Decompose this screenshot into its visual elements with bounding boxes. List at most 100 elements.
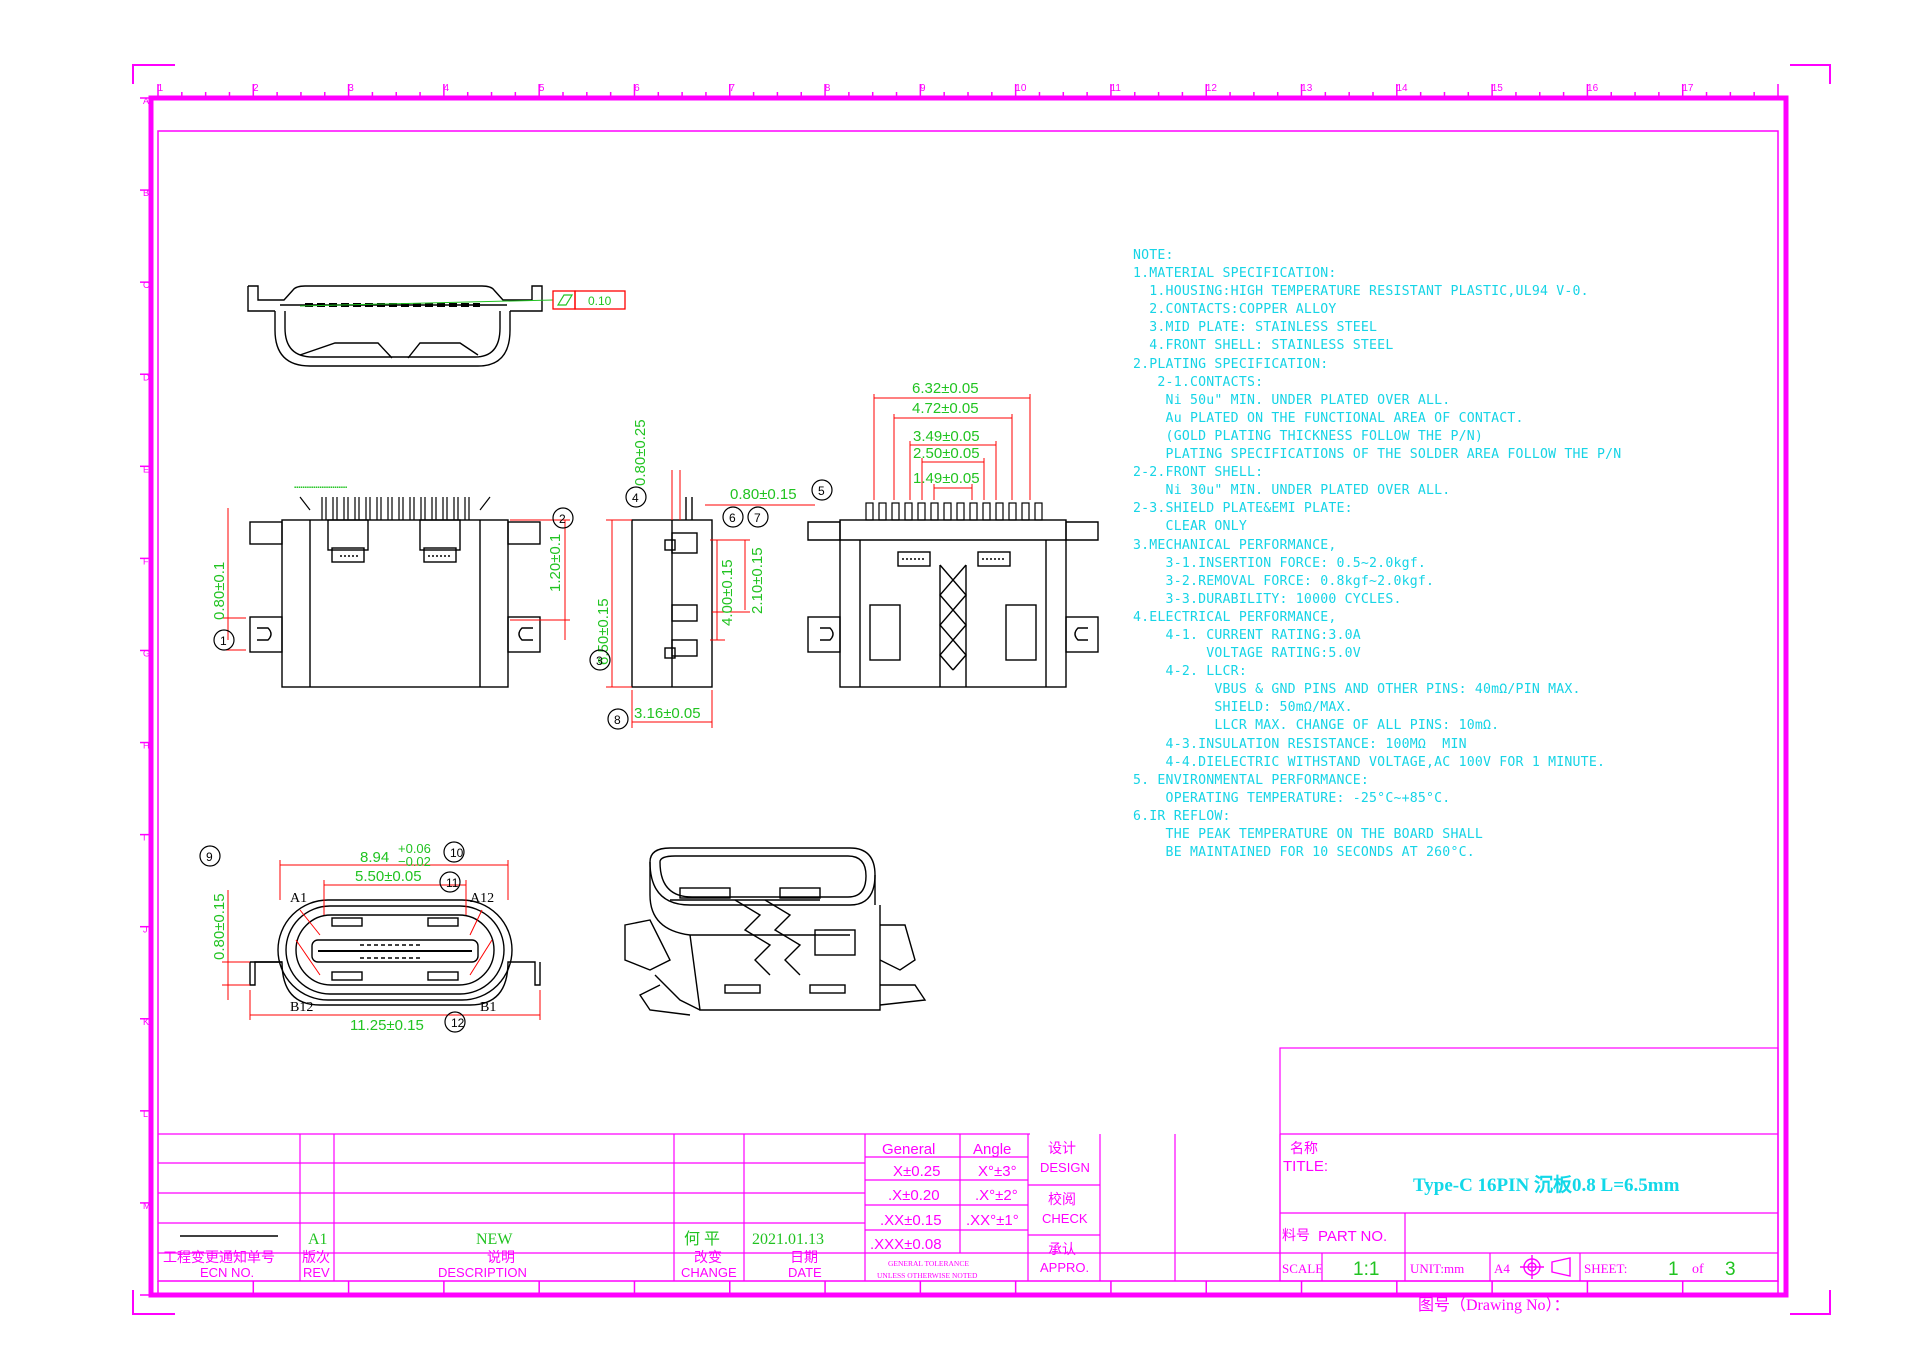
column-label: 15 xyxy=(1492,83,1504,94)
title-value: Type-C 16PIN 沉板0.8 L=6.5mm xyxy=(1413,1173,1680,1196)
appro-en: APPRO. xyxy=(1040,1260,1089,1275)
note-line: 4-1. CURRENT RATING:3.0A xyxy=(1133,627,1361,643)
note-line: Ni 30u" MIN. UNDER PLATED OVER ALL. xyxy=(1133,483,1451,499)
row-label: C xyxy=(143,280,150,290)
change-en: CHANGE xyxy=(681,1265,737,1280)
dim-text-d8: 3.16±0.05 xyxy=(634,705,701,722)
top-view-pin-labels: ▪▪▪▪▪▪▪▪▪▪▪▪▪▪▪▪▪▪▪▪▪▪▪▪▪ xyxy=(294,485,347,491)
design-cn: 设计 xyxy=(1048,1141,1076,1157)
front-view-dims xyxy=(222,860,541,1020)
column-label: 4 xyxy=(444,83,450,94)
design-en: DESIGN xyxy=(1040,1160,1090,1175)
note-line: SHIELD: 50mΩ/MAX. xyxy=(1133,700,1353,716)
tol-lin-1: .X±0.20 xyxy=(888,1187,940,1204)
dim-text-d6: 4.00±0.15 xyxy=(719,559,736,626)
tol-ang-1: .X°±2° xyxy=(975,1187,1018,1204)
pin-lead xyxy=(969,502,978,521)
balloon-number: 11 xyxy=(446,876,459,890)
pin-lead xyxy=(904,502,913,521)
column-label: 2 xyxy=(253,83,259,94)
row-label: H xyxy=(143,741,150,751)
dim-text-w1: 6.32±0.05 xyxy=(912,380,979,397)
note-line: 3-2.REMOVAL FORCE: 0.8kgf~2.0kgf. xyxy=(1133,573,1435,589)
dim-1.20-right xyxy=(510,519,570,640)
note-line: 2.CONTACTS:COPPER ALLOY xyxy=(1133,302,1337,318)
tol-ang-2: .XX°±1° xyxy=(966,1212,1019,1229)
title-cn: 名称 xyxy=(1290,1141,1318,1157)
dim-text-w2: 4.72±0.05 xyxy=(912,400,979,417)
title-block xyxy=(1279,1047,1779,1282)
balloon-number: 10 xyxy=(450,846,464,860)
note-line: 2-3.SHIELD PLATE&EMI PLATE: xyxy=(1133,501,1353,517)
row-label: K xyxy=(143,1017,149,1027)
paper-size: A4 xyxy=(1494,1261,1510,1276)
column-label: 6 xyxy=(634,83,640,94)
change-cn: 改变 xyxy=(694,1250,722,1266)
note-line: NOTE: xyxy=(1133,248,1174,263)
note-line: BE MAINTAINED FOR 10 SECONDS AT 260°C. xyxy=(1133,845,1475,861)
note-line: 1.HOUSING:HIGH TEMPERATURE RESISTANT PLA… xyxy=(1133,284,1589,300)
pin-label-b12: B12 xyxy=(290,1000,313,1015)
tol-lin-2: .XX±0.15 xyxy=(880,1212,942,1229)
scale-value: 1:1 xyxy=(1353,1259,1379,1280)
column-label: 13 xyxy=(1301,83,1313,94)
pin-lead xyxy=(956,502,965,521)
isometric-view xyxy=(624,847,927,1016)
dim-text-d11: 5.50±0.05 xyxy=(355,868,422,885)
projection-symbol-icon xyxy=(1520,1255,1571,1279)
pin-lead xyxy=(917,502,926,521)
dim-text-d12: 11.25±0.15 xyxy=(350,1017,424,1034)
rev-value: A1 xyxy=(308,1231,328,1248)
dim-text-d2: 1.20±0.1 xyxy=(547,534,564,592)
note-line: 3-3.DURABILITY: 10000 CYCLES. xyxy=(1133,591,1402,607)
row-label: E xyxy=(143,464,149,474)
balloon-number: 7 xyxy=(754,511,761,525)
flatness-callout: 0.10 xyxy=(299,290,626,310)
note-line: 4.ELECTRICAL PERFORMANCE, xyxy=(1133,609,1337,625)
note-line: 2-1.CONTACTS: xyxy=(1133,374,1264,390)
row-label: L xyxy=(143,1109,148,1119)
note-line: Ni 50u" MIN. UNDER PLATED OVER ALL. xyxy=(1133,392,1451,408)
balloon-circle xyxy=(607,708,629,730)
balloon-number: 5 xyxy=(818,484,825,498)
notes-block: NOTE:1.MATERIAL SPECIFICATION: 1.HOUSING… xyxy=(1133,247,1693,862)
dim-text-d4: 0.80±0.25 xyxy=(632,419,649,486)
dim-text-d7: 2.10±0.15 xyxy=(749,547,766,614)
note-line: 2-2.FRONT SHELL: xyxy=(1133,465,1264,481)
note-line: 4-2. LLCR: xyxy=(1133,664,1247,680)
ecn-cn: 工程变更通知单号 xyxy=(163,1249,275,1266)
note-line: 2.PLATING SPECIFICATION: xyxy=(1133,356,1329,372)
dim-text-w4: 2.50±0.05 xyxy=(913,445,980,462)
dim-text-d1: 0.80±0.1 xyxy=(211,562,228,620)
column-label: 5 xyxy=(539,83,545,94)
note-line: 3-1.INSERTION FORCE: 0.5~2.0kgf. xyxy=(1133,555,1427,571)
balloon-number: 1 xyxy=(220,634,227,648)
row-label: G xyxy=(143,649,150,659)
pin-label-a1: A1 xyxy=(290,891,307,906)
balloon-circle xyxy=(589,649,611,671)
note-line: 4-3.INSULATION RESISTANCE: 100MΩ MIN xyxy=(1133,736,1467,752)
dim-text-d10-lower: −0.02 xyxy=(398,854,431,869)
column-ticks xyxy=(157,84,1779,1295)
note-line: 4.FRONT SHELL: STAINLESS STEEL xyxy=(1133,338,1394,354)
balloon-circle xyxy=(552,507,574,529)
unit-label: UNIT:mm xyxy=(1410,1261,1464,1276)
note-line: 4-4.DIELECTRIC WITHSTAND VOLTAGE,AC 100V… xyxy=(1133,754,1606,770)
column-label: 14 xyxy=(1396,83,1408,94)
ecn-en: ECN NO. xyxy=(200,1265,254,1280)
dim-text-w5: 1.49±0.05 xyxy=(913,470,980,487)
balloon-circle xyxy=(625,486,647,508)
pin-lead xyxy=(1034,502,1043,521)
pin-lead xyxy=(891,502,900,521)
column-label: 9 xyxy=(920,83,926,94)
row-ticks xyxy=(140,97,151,1296)
tol-general: General xyxy=(882,1141,935,1158)
column-label: 12 xyxy=(1206,83,1218,94)
side-profile-view xyxy=(247,285,543,367)
column-label: 8 xyxy=(825,83,831,94)
desc-value: NEW xyxy=(476,1231,513,1248)
date-value: 2021.01.13 xyxy=(752,1231,824,1248)
column-label: 3 xyxy=(348,83,354,94)
